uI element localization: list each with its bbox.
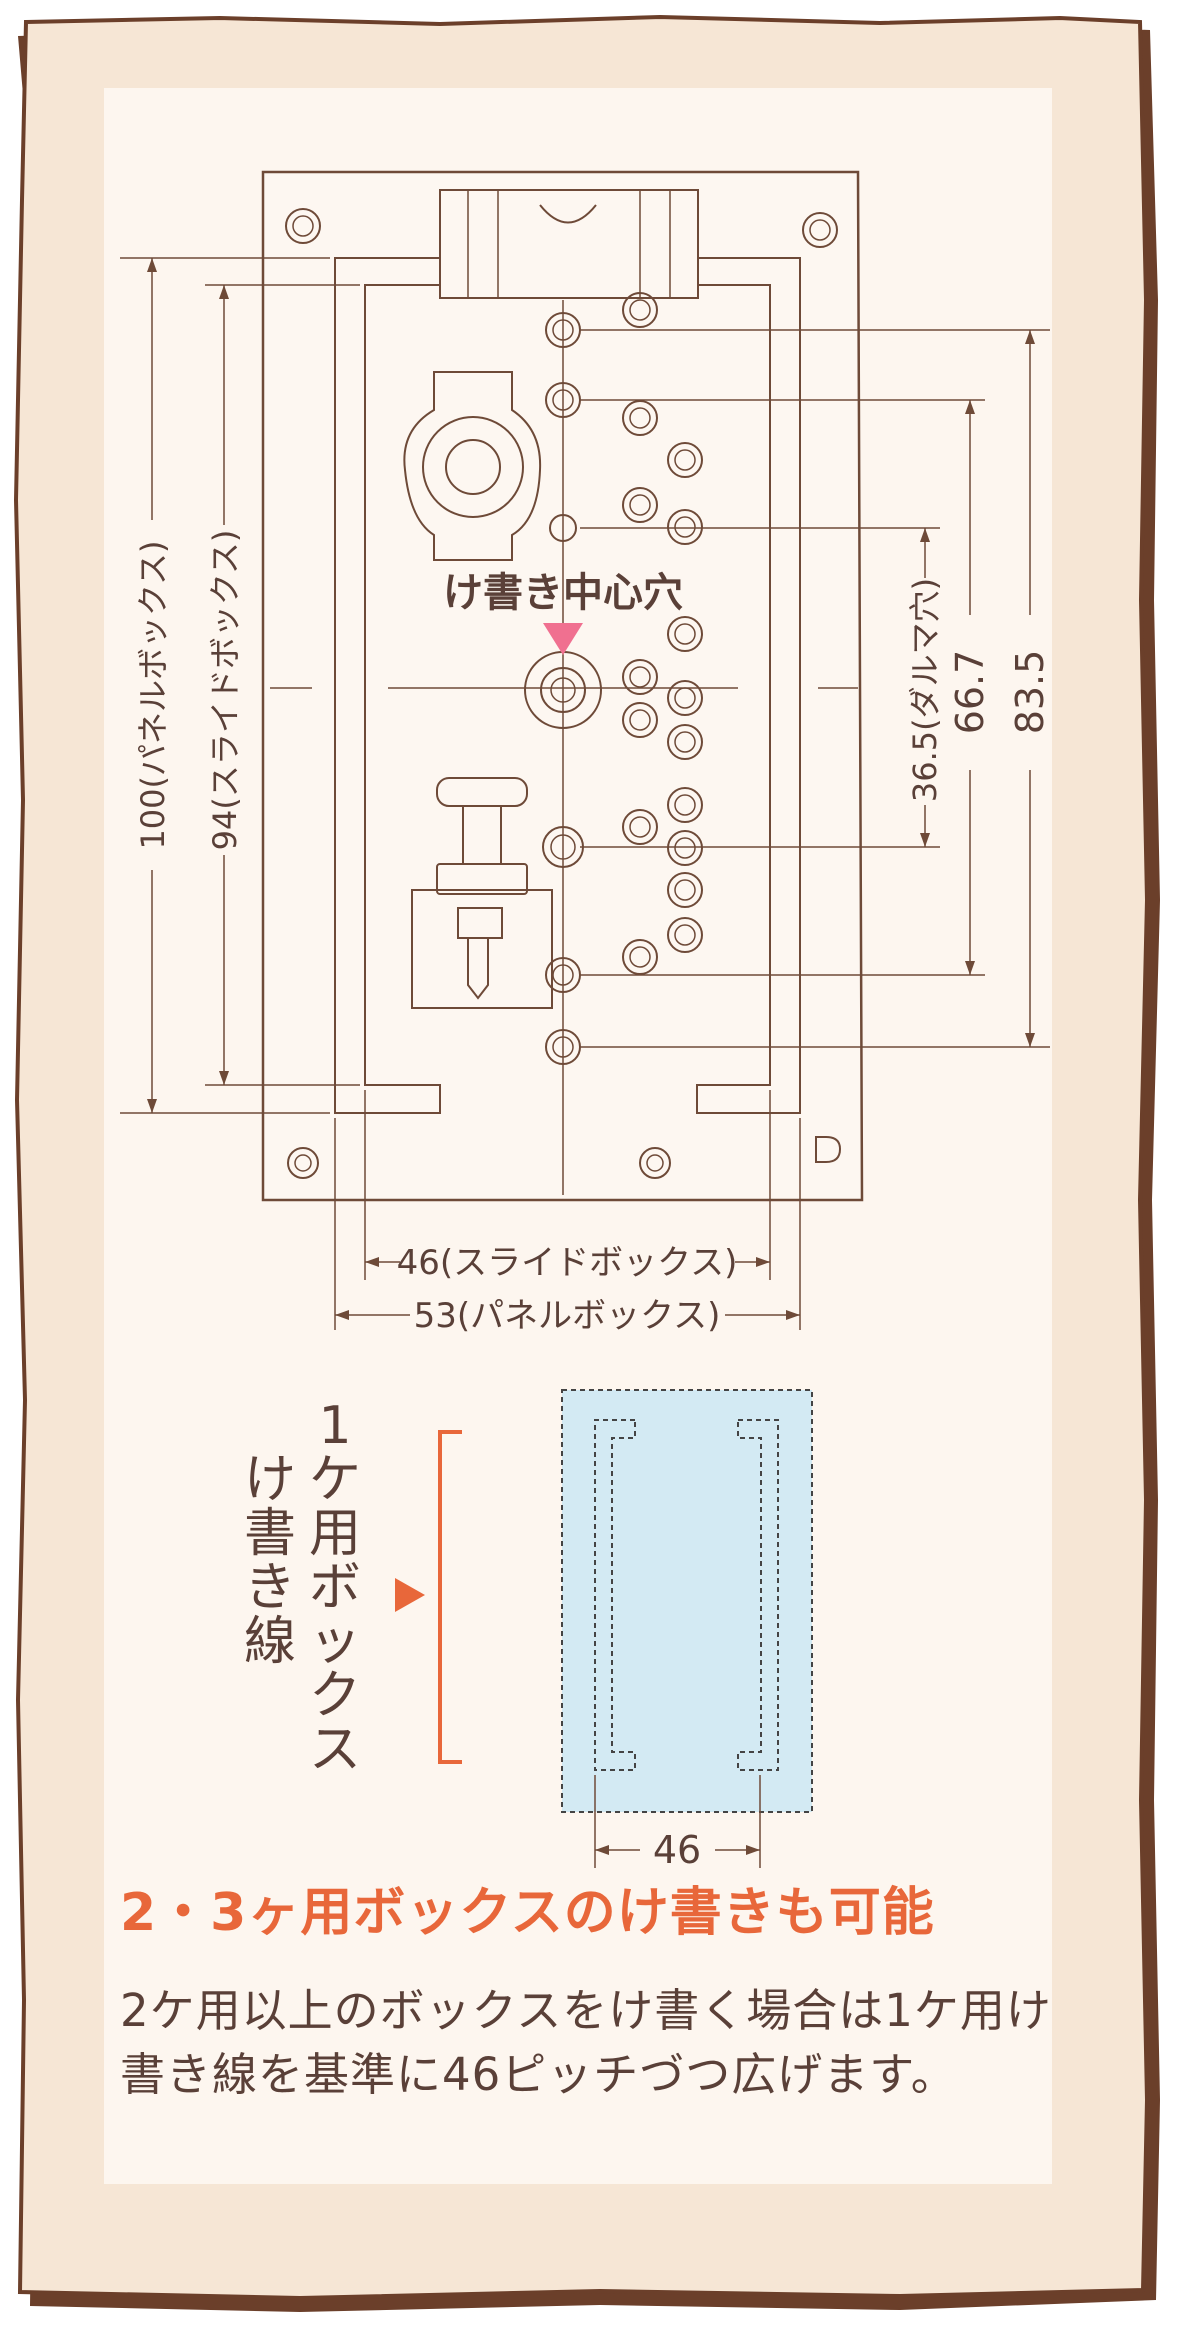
dim-slide-width: 46(スライドボックス) <box>397 1243 738 1283</box>
svg-text:線: 線 <box>244 1612 296 1672</box>
headline: 2・3ヶ用ボックスのけ書きも可能 <box>120 1883 935 1943</box>
dim-daruma-hole: 36.5(ダルマ穴) <box>906 578 944 802</box>
explanation: 2・3ヶ用ボックスのけ書きも可能 2ケ用以上のボックスをけ書く場合は1ケ用け書き… <box>120 1870 1080 2107</box>
svg-text:書: 書 <box>244 1504 296 1564</box>
dim-panel-width: 53(パネルボックス) <box>414 1296 721 1336</box>
box-marking-example: 1 ケ 用 ボ ッ ク ス け 書 き 線 46 <box>244 1389 813 1872</box>
center-hole-marker <box>543 623 583 655</box>
box-line-label-col1: 1 ケ 用 ボ ッ ク ス <box>309 1396 361 1780</box>
dim-panel-height: 100(パネルボックス) <box>134 540 172 849</box>
side-holes <box>622 292 703 975</box>
svg-text:ク: ク <box>309 1666 361 1726</box>
svg-text:け: け <box>244 1450 296 1510</box>
svg-text:き: き <box>244 1558 296 1618</box>
svg-text:ケ: ケ <box>309 1450 361 1510</box>
bottom-dimensions: 46(スライドボックス) 53(パネルボックス) <box>334 1090 801 1336</box>
svg-text:1: 1 <box>318 1396 351 1456</box>
svg-text:ッ: ッ <box>309 1612 361 1672</box>
pitch-dim: 46 <box>653 1828 701 1872</box>
left-dimensions: 100(パネルボックス) 94(スライドボックス) <box>120 257 360 1114</box>
dim-slide-height: 94(スライドボックス) <box>206 530 244 851</box>
pointer-triangle <box>395 1578 425 1612</box>
svg-text:ボ: ボ <box>309 1558 361 1618</box>
dim-66-7: 66.7 <box>948 650 992 735</box>
dim-83-5: 83.5 <box>1008 650 1052 735</box>
orange-bracket <box>438 1430 462 1764</box>
right-dimensions: 36.5(ダルマ穴) 66.7 83.5 <box>580 329 1052 1048</box>
description: 2ケ用以上のボックスをけ書く場合は1ケ用け書き線を基準に46ピッチづつ広げます。 <box>120 1984 1052 2101</box>
svg-text:ス: ス <box>309 1720 361 1780</box>
svg-text:用: 用 <box>309 1504 361 1564</box>
center-hole-label: け書き中心穴 <box>443 570 683 616</box>
box-line-label-col2: け 書 き 線 <box>244 1450 296 1672</box>
marking-plate: け書き中心穴 <box>261 170 864 1202</box>
